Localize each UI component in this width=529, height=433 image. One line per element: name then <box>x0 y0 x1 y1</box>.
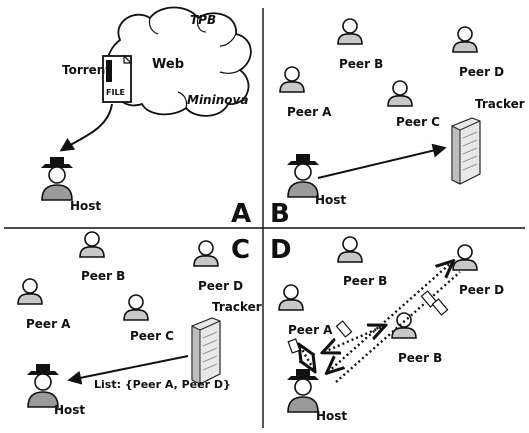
quadrant-letter-b: B <box>270 199 290 229</box>
peer-b-icon <box>337 18 363 45</box>
host-label: Host <box>315 193 346 207</box>
peer-b-label: Peer B <box>343 274 387 288</box>
quadrant-letter-c: C <box>231 235 250 265</box>
peer-d-label: Peer D <box>198 279 243 293</box>
quadrant-b: Peer B Peer D Peer A Peer C Tracker Host… <box>270 18 525 229</box>
torrent-label: Torrent <box>62 63 111 77</box>
peer-b2-label: Peer B <box>398 351 442 365</box>
host-icon <box>286 153 320 198</box>
peer-c-icon <box>123 294 149 321</box>
peer-a-exchange-arrow <box>300 346 314 370</box>
tracker-label: Tracker <box>212 300 262 314</box>
peer-b-icon <box>337 236 363 263</box>
host-icon <box>40 156 74 201</box>
peer-d-icon <box>193 240 219 267</box>
cloud-label-tpb: TPB <box>190 13 216 27</box>
host-icon <box>286 368 320 413</box>
quadrant-d: Peer B Peer D Peer A Peer B Host D <box>270 235 504 423</box>
peer-a-icon <box>17 278 43 305</box>
host-to-tracker-arrow <box>317 143 447 179</box>
peer-c-label: Peer C <box>130 329 174 343</box>
host-label: Host <box>54 403 85 417</box>
host-icon <box>26 363 60 408</box>
peer-c-icon <box>387 80 413 107</box>
host-label: Host <box>70 199 101 213</box>
tracker-server-icon <box>191 317 221 385</box>
peer-d-exchange-arrow-2 <box>335 271 461 383</box>
tracker-to-host-arrow <box>67 355 189 385</box>
host-label: Host <box>316 409 347 423</box>
quadrant-letter-d: D <box>270 235 292 265</box>
quadrant-letter-a: A <box>231 199 251 229</box>
quadrant-c: Peer B Peer D Peer A Peer C Tracker List… <box>17 231 262 417</box>
quadrant-a: TPB Web Mininova FILE Torrent Host A <box>40 6 252 229</box>
cloud-label-web: Web <box>152 57 184 72</box>
peer-a-label: Peer A <box>26 317 71 331</box>
peer-d-icon <box>452 244 478 271</box>
data-packet <box>287 338 301 354</box>
cloud-label-mininova: Mininova <box>187 93 248 107</box>
peer-b2-icon <box>391 312 417 339</box>
tracker-server-icon <box>451 117 481 185</box>
peer-b-label: Peer B <box>339 57 383 71</box>
data-packet <box>335 320 353 338</box>
peer-b-icon <box>79 231 105 258</box>
peer-list-label: List: {Peer A, Peer D} <box>94 378 231 391</box>
tracker-label: Tracker <box>475 97 525 111</box>
torrent-file-label: FILE <box>106 88 125 97</box>
peer-a-label: Peer A <box>287 105 332 119</box>
peer-a-label: Peer A <box>288 323 333 337</box>
data-packet <box>431 298 449 316</box>
peer-a-icon <box>278 284 304 311</box>
peer-b-exchange-arrow <box>324 326 384 352</box>
peer-b-label: Peer B <box>81 269 125 283</box>
peer-d-label: Peer D <box>459 65 504 79</box>
peer-a-icon <box>279 66 305 93</box>
peer-d-icon <box>452 26 478 53</box>
peer-d-label: Peer D <box>459 283 504 297</box>
download-arrow <box>59 103 113 152</box>
peer-c-label: Peer C <box>396 115 440 129</box>
